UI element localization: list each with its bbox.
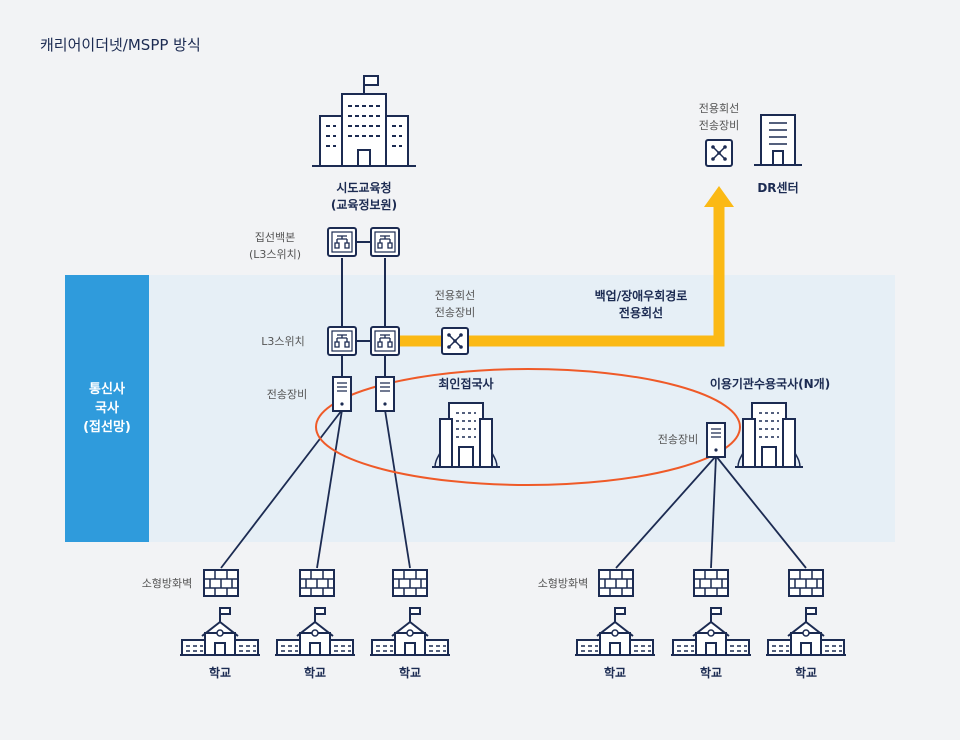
dr-center-building-icon bbox=[753, 114, 803, 166]
school-icon bbox=[765, 607, 847, 656]
school-label: 학교 bbox=[303, 666, 327, 680]
school-icon bbox=[369, 607, 451, 656]
diagram-title: 캐리어이더넷/MSPP 방식 bbox=[40, 36, 201, 54]
backup-path-arrow bbox=[400, 186, 734, 347]
school-icon bbox=[179, 607, 261, 656]
dr-equipment-label: 전용회선 전송장비 bbox=[698, 102, 740, 132]
user-office-label: 이용기관수용국사(N개) bbox=[709, 377, 831, 391]
school-label: 학교 bbox=[208, 666, 232, 680]
dr-dedicated-line-equipment-icon bbox=[705, 139, 733, 167]
l3-switch-label: L3스위치 bbox=[261, 335, 305, 348]
isp-office-label: 통신사 국사 (접선망) bbox=[65, 275, 149, 542]
firewall-icon bbox=[788, 569, 824, 597]
l3-switch-icon bbox=[370, 326, 400, 356]
school-label: 학교 bbox=[603, 666, 627, 680]
user-office-transmission-label: 전송장비 bbox=[657, 433, 699, 446]
backup-line-label: 백업/장애우회경로 전용회선 bbox=[594, 289, 688, 320]
core-links bbox=[341, 241, 386, 378]
access-links bbox=[220, 409, 807, 569]
school-label: 학교 bbox=[794, 666, 818, 680]
band-label-line: 국사 bbox=[95, 401, 119, 416]
transmission-device-icon bbox=[375, 376, 395, 412]
core-switch-icon bbox=[370, 227, 400, 257]
l3-switch-icon bbox=[327, 326, 357, 356]
firewall-icon bbox=[299, 569, 335, 597]
user-office-transmission-icon bbox=[706, 422, 726, 458]
firewall-label: 소형방화벽 bbox=[537, 577, 589, 590]
transmission-device-icon bbox=[332, 376, 352, 412]
band-label-line: 통신사 bbox=[89, 382, 125, 397]
nearest-office-highlight bbox=[315, 368, 741, 486]
nearest-office-label: 최인접국사 bbox=[438, 377, 494, 391]
firewall-icon bbox=[203, 569, 239, 597]
dedicated-equipment-label: 전용회선 전송장비 bbox=[434, 289, 476, 319]
band-label-line: (접선망) bbox=[83, 420, 131, 435]
school-icon bbox=[574, 607, 656, 656]
firewall-icon bbox=[598, 569, 634, 597]
firewall-label: 소형방화벽 bbox=[141, 577, 193, 590]
core-switch-label: 집선백본 (L3스위치) bbox=[248, 231, 302, 261]
core-switch-icon bbox=[327, 227, 357, 257]
firewall-icon bbox=[693, 569, 729, 597]
office-of-education-building-icon bbox=[311, 75, 417, 167]
school-label: 학교 bbox=[398, 666, 422, 680]
school-icon bbox=[274, 607, 356, 656]
firewall-icon bbox=[392, 569, 428, 597]
dr-center-label: DR센터 bbox=[757, 181, 799, 195]
school-icon bbox=[670, 607, 752, 656]
transmission-label: 전송장비 bbox=[266, 388, 308, 401]
office-of-education-label: 시도교육청 (교육정보원) bbox=[330, 181, 398, 212]
dedicated-line-equipment-icon bbox=[441, 327, 469, 355]
school-label: 학교 bbox=[699, 666, 723, 680]
